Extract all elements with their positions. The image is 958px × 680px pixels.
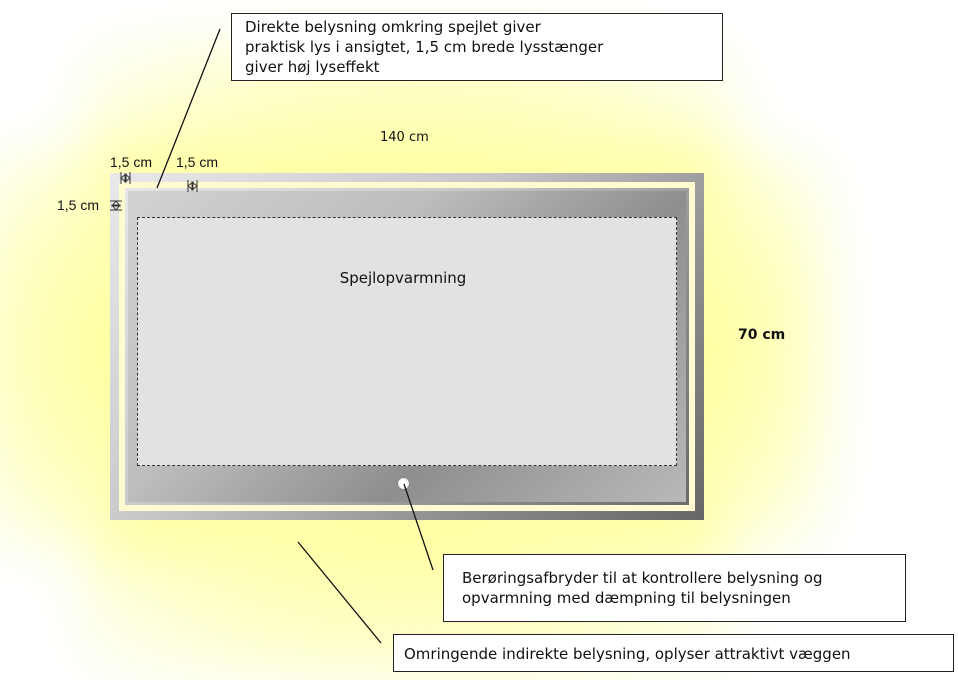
callout-line: Omringende indirekte belysning, oplyser … [404,645,851,663]
callout-line: opvarmning med dæmpning til belysningen [462,589,791,607]
dimension-marker-2 [187,180,198,192]
direct-light-strip [119,182,695,511]
callout-touch-switch: Berøringsafbryder til at kontrollere bel… [443,554,906,622]
callout-line: Berøringsafbryder til at kontrollere bel… [462,569,823,587]
heating-label: Spejlopvarmning [339,269,467,287]
strip-width-top: 1,5 cm [176,154,219,170]
callout-ambient-lighting: Omringende indirekte belysning, oplyser … [393,634,954,672]
leader-line-direct [156,28,221,189]
width-dimension: 140 cm [380,130,429,145]
strip-width-top-left: 1,5 cm [110,154,153,170]
leader-line-ambient [297,541,382,644]
touch-switch[interactable] [397,477,410,490]
dimension-marker-1 [120,172,131,184]
dimension-marker-3 [110,200,122,211]
callout-line: giver høj lyseffekt [245,58,380,76]
callout-direct-lighting: Direkte belysning omkring spejlet giver … [231,13,723,81]
mirror-heating-area [137,217,677,466]
callout-line: praktisk lys i ansigtet, 1,5 cm brede ly… [245,38,604,56]
leader-line-touch [403,483,434,571]
callout-line: Direkte belysning omkring spejlet giver [245,18,541,36]
strip-width-left: 1,5 cm [57,197,100,213]
height-dimension: 70 cm [738,327,786,343]
